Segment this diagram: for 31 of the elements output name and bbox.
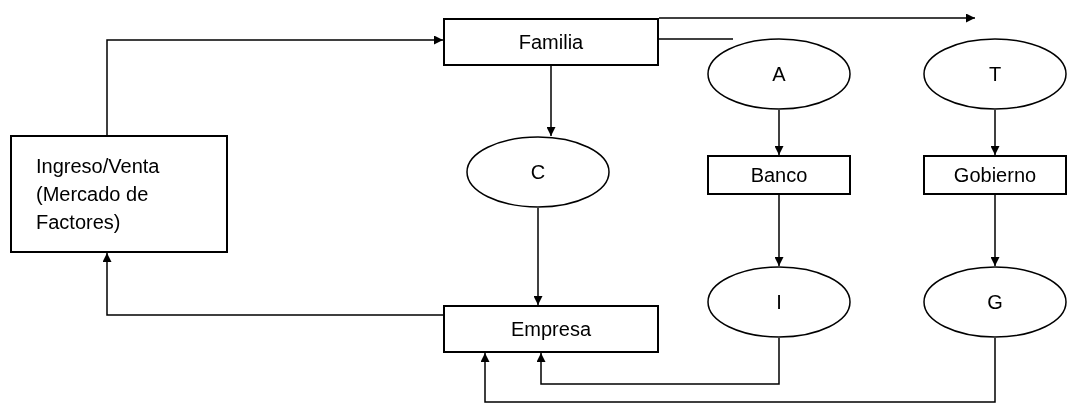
arrow [774,109,784,156]
ellipse-node [707,266,851,338]
arrow [990,109,1000,156]
process-box [443,305,659,353]
arrow [533,207,543,306]
process-box [443,18,659,66]
node-label: Banco [750,163,808,188]
arrow [536,337,780,385]
process-box [707,155,851,195]
arrow [480,337,996,403]
node-label: Gobierno [953,163,1037,188]
ellipse-node [923,38,1067,110]
ellipse-node [707,38,851,110]
node-label: Familia [518,30,584,55]
node-label: T [988,62,1002,87]
arrow [990,194,1000,267]
node-label: A [772,62,786,87]
process-box [10,135,228,253]
ellipse-node [923,266,1067,338]
arrow [774,194,784,267]
arrow [102,252,444,316]
node-label: I [776,290,782,315]
arrow [658,13,976,23]
arrow [546,65,556,137]
arrow [106,35,444,136]
node-label: Ingreso/Venta (Mercado de Factores) [36,154,161,235]
node-label: G [987,290,1003,315]
node-label: Empresa [511,317,591,342]
node-label: C [530,160,546,185]
ellipse-node [466,136,610,208]
process-box [923,155,1067,195]
